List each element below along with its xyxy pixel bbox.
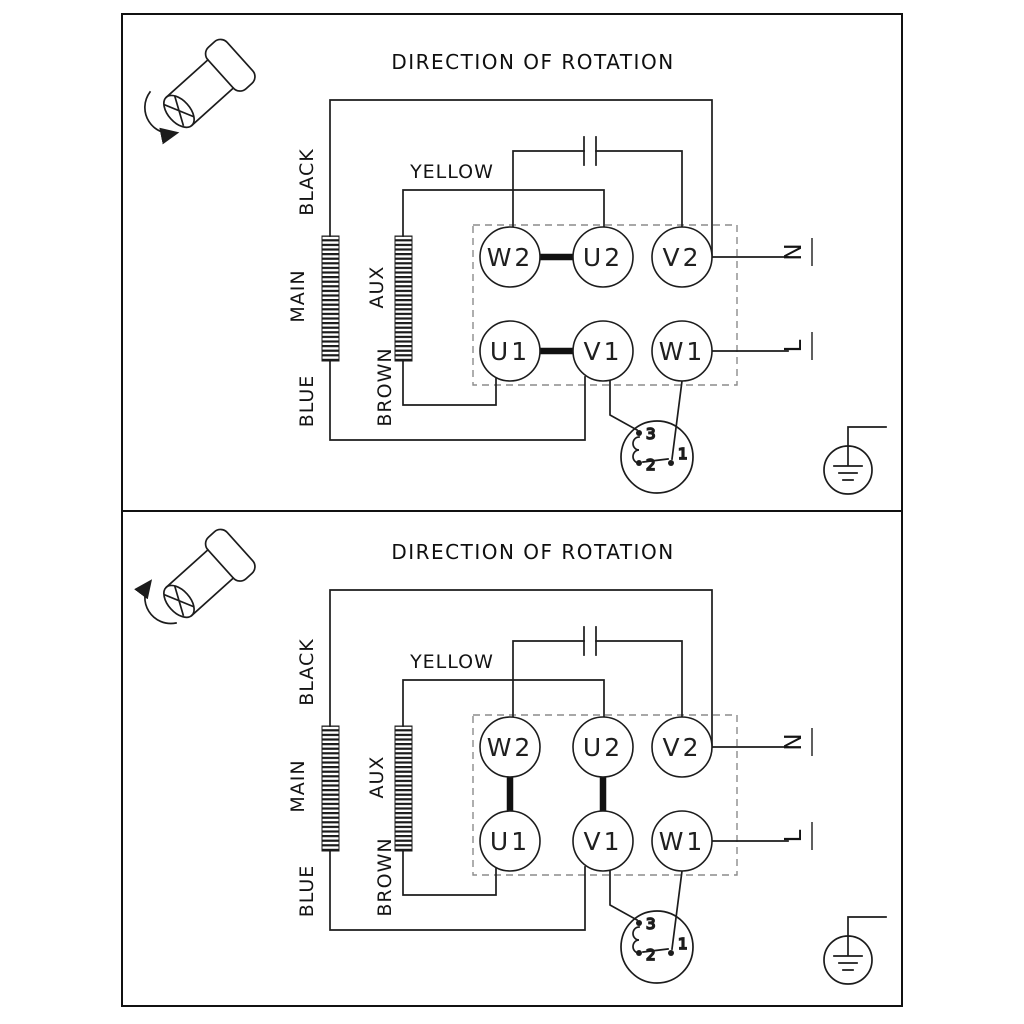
aux-winding: [394, 235, 413, 362]
w1-to-switch-wire: [671, 380, 683, 460]
black-wire: [329, 589, 713, 748]
terminal-w2-label: W2: [487, 733, 534, 762]
panel-title: DIRECTION OF ROTATION: [391, 50, 674, 74]
yellow-wire: [402, 679, 605, 727]
contact-1-label: 1: [678, 445, 688, 463]
contact-1-label: 1: [678, 935, 688, 953]
shaft-cross-icon: [164, 585, 194, 617]
label-yellow: YELLOW: [409, 651, 494, 673]
black-wire: [329, 99, 713, 258]
motor-icon: [144, 38, 256, 145]
label-line: L: [781, 339, 807, 352]
v1-to-switch-wire: [609, 870, 639, 922]
terminal-w2-label: W2: [487, 243, 534, 272]
ground-icon: [823, 916, 887, 985]
terminal-u2: U2: [572, 226, 634, 288]
terminal-w2: W2: [479, 226, 541, 288]
capacitor-wire-right: [595, 640, 683, 718]
motor-shaft-face: [163, 584, 195, 619]
panel-title: DIRECTION OF ROTATION: [391, 540, 674, 564]
aux-winding: [394, 725, 413, 852]
terminal-w1-label: W1: [659, 337, 706, 366]
label-main: MAIN: [287, 759, 309, 812]
contact-3-label: 3: [646, 915, 656, 933]
label-blue: BLUE: [296, 375, 318, 428]
thermal-blade: [642, 458, 669, 463]
terminal-u2: U2: [572, 716, 634, 778]
terminal-w1: W1: [651, 810, 713, 872]
motor-flange: [204, 38, 256, 92]
contact-2-label: 2: [646, 456, 656, 474]
w1-to-switch-wire: [671, 870, 683, 950]
panel-top: DIRECTION OF ROTATION B: [144, 38, 887, 495]
yellow-wire: [402, 189, 605, 237]
motor-shaft-face: [163, 94, 195, 129]
label-black: BLACK: [296, 638, 318, 705]
thermal-coil-icon: [632, 436, 640, 464]
capacitor-wire-left: [512, 150, 585, 229]
label-aux: AUX: [366, 266, 388, 309]
label-black: BLACK: [296, 148, 318, 215]
label-brown: BROWN: [374, 837, 396, 916]
panel-bottom: DIRECTION OF ROTATION B: [134, 528, 887, 985]
rotation-arrow-icon: [134, 579, 178, 625]
capacitor-icon: [583, 136, 597, 166]
blue-wire: [329, 850, 586, 931]
main-winding: [321, 235, 340, 362]
terminal-u1-label: U1: [490, 337, 530, 366]
label-neutral: N: [781, 733, 807, 750]
terminal-v2: V2: [651, 226, 713, 288]
terminal-u1: U1: [479, 320, 541, 382]
terminal-v1-label: V1: [583, 337, 622, 366]
label-neutral: N: [781, 243, 807, 260]
capacitor-icon: [583, 626, 597, 656]
label-main: MAIN: [287, 269, 309, 322]
label-aux: AUX: [366, 756, 388, 799]
terminal-v1: V1: [572, 320, 634, 382]
v1-to-switch-wire: [609, 380, 639, 432]
terminal-v1-label: V1: [583, 827, 622, 856]
terminal-u1-label: U1: [490, 827, 530, 856]
terminal-v1: V1: [572, 810, 634, 872]
terminal-v2: V2: [651, 716, 713, 778]
label-blue: BLUE: [296, 865, 318, 918]
capacitor-wire-right: [595, 150, 683, 228]
thermal-switch: 3 2 1: [620, 420, 694, 494]
terminal-links: [540, 253, 573, 355]
terminal-block-outline: [472, 714, 738, 876]
thermal-blade: [642, 948, 669, 953]
rotation-arrow-icon: [144, 90, 180, 145]
thermal-switch: 3 2 1: [620, 910, 694, 984]
terminal-v2-label: V2: [662, 733, 701, 762]
contact-3-label: 3: [646, 425, 656, 443]
terminal-w1-label: W1: [659, 827, 706, 856]
terminal-u1: U1: [479, 810, 541, 872]
terminal-u2-label: U2: [583, 733, 623, 762]
label-yellow: YELLOW: [409, 161, 494, 183]
ground-icon: [823, 426, 887, 495]
terminal-u2-label: U2: [583, 243, 623, 272]
motor-body: [165, 58, 235, 127]
label-brown: BROWN: [374, 347, 396, 426]
motor-body: [165, 548, 235, 617]
terminal-w1: W1: [651, 320, 713, 382]
blue-wire: [329, 360, 586, 441]
terminal-v2-label: V2: [662, 243, 701, 272]
brown-wire: [402, 850, 497, 896]
motor-icon: [134, 528, 256, 625]
contact-2-label: 2: [646, 946, 656, 964]
shaft-cross-icon: [164, 95, 194, 127]
terminal-links: [506, 777, 607, 811]
terminal-w2: W2: [479, 716, 541, 778]
label-line: L: [781, 829, 807, 842]
motor-flange: [204, 528, 256, 582]
brown-wire: [402, 360, 497, 406]
thermal-coil-icon: [632, 926, 640, 954]
capacitor-wire-left: [512, 640, 585, 719]
terminal-block-outline: [472, 224, 738, 386]
main-winding: [321, 725, 340, 852]
